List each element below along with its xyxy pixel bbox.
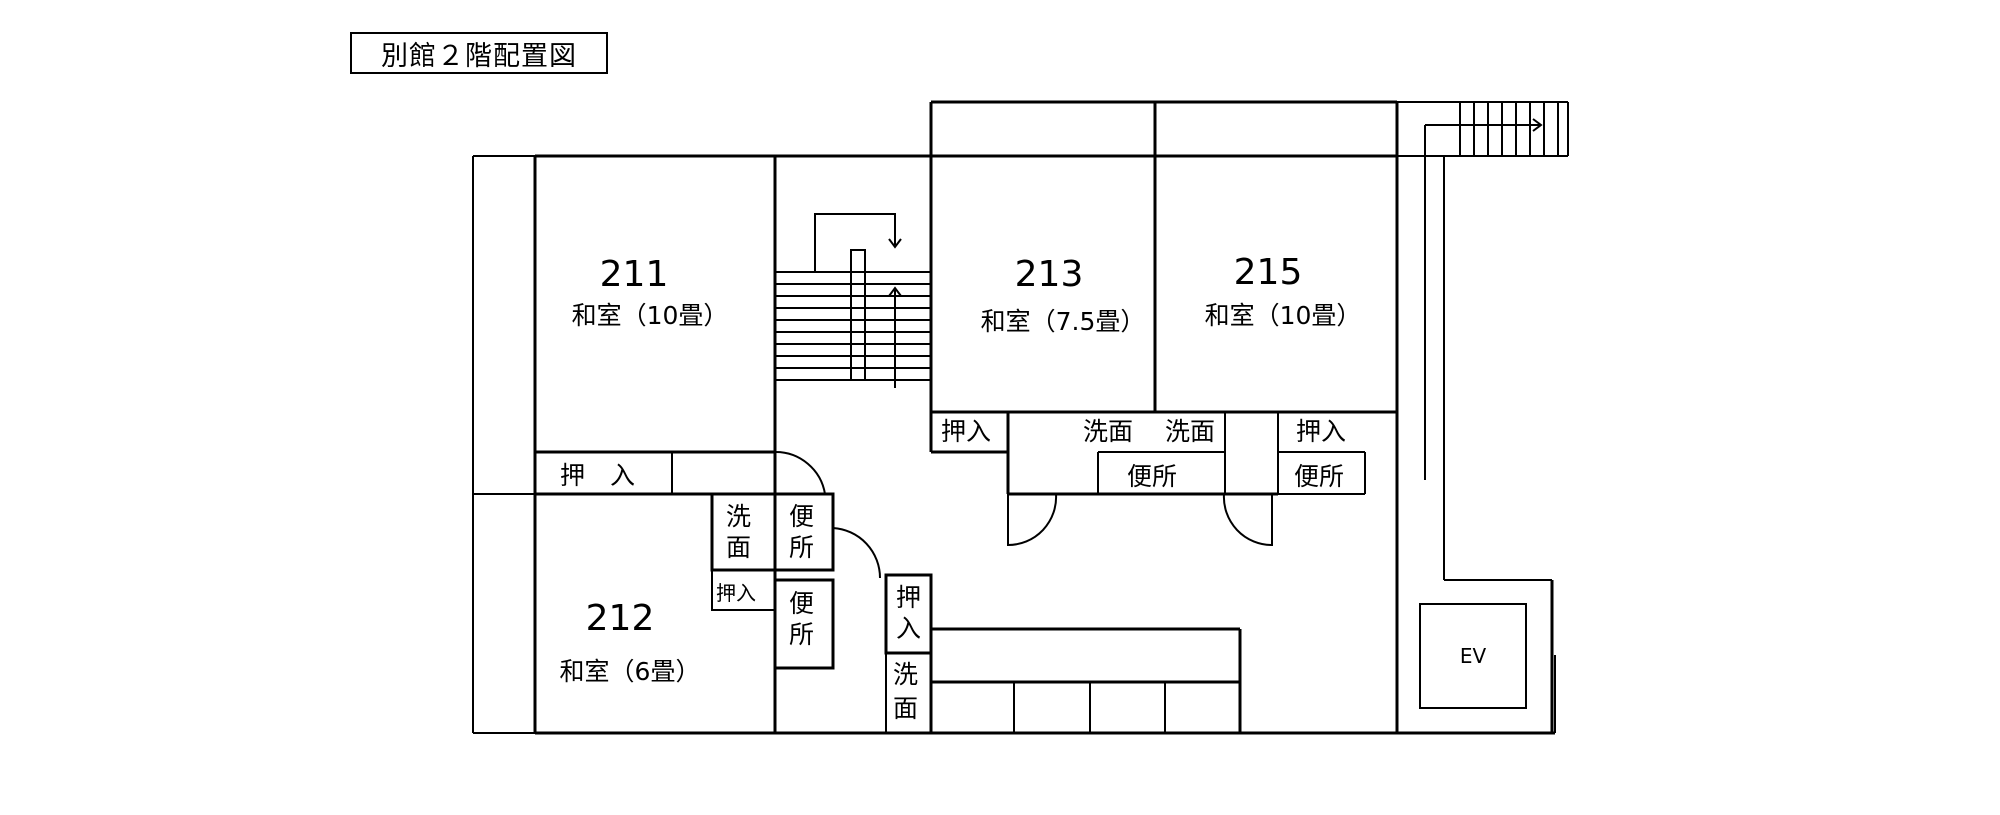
closet-corridor-label-1: 押 [896,583,921,612]
balcony [930,101,1569,157]
washroom-211-label-2: 面 [726,533,751,562]
room-215-label: 和室（10畳） [1205,301,1362,330]
storage-block [931,627,1242,733]
closet-211: 押 入 [560,461,635,490]
toilet-215-label: 便所 [1294,462,1344,491]
washroom-cluster-211 [710,450,882,670]
closet-corridor-label-2: 入 [896,614,921,643]
corridor-fixtures [884,573,933,733]
toilet-211-label-2: 所 [789,533,814,562]
washroom-corridor-label-2: 面 [893,694,918,723]
room-211 [535,156,777,733]
toilet-211-label-1: 便 [789,502,814,531]
closet-211-label: 押 入 [560,461,635,490]
room-215-number: 215 [1234,252,1303,293]
room-213-label: 和室（7.5畳） [981,307,1146,336]
toilet-212-label-1: 便 [789,589,814,618]
staircase [775,213,930,388]
closet-213-label: 押入 [941,417,991,446]
washroom-211-label-1: 洗 [726,502,751,531]
elevator-label: EV [1460,644,1487,668]
room-212-label: 和室（6畳） [560,657,701,686]
elevator-shaft [1419,580,1556,733]
closet-212-label: 押入 [716,581,756,605]
washroom-corridor-label-1: 洗 [893,660,918,689]
room-211-label: 和室（10畳） [572,301,729,330]
exterior-stair [1396,102,1559,733]
plan-title: 別館２階配置図 [381,40,577,72]
washroom-215-label: 洗面 [1165,417,1215,446]
closet-215-label: 押入 [1296,417,1346,446]
room-211-number: 211 [600,254,669,295]
outer-walls [472,154,1555,735]
toilet-213-label: 便所 [1127,462,1177,491]
toilet-212-label-2: 所 [789,620,814,649]
washroom-213-label: 洗面 [1083,417,1133,446]
plan-title-box: 別館２階配置図 [350,32,608,74]
room-213-number: 213 [1015,254,1084,295]
room-212-number: 212 [586,598,655,639]
